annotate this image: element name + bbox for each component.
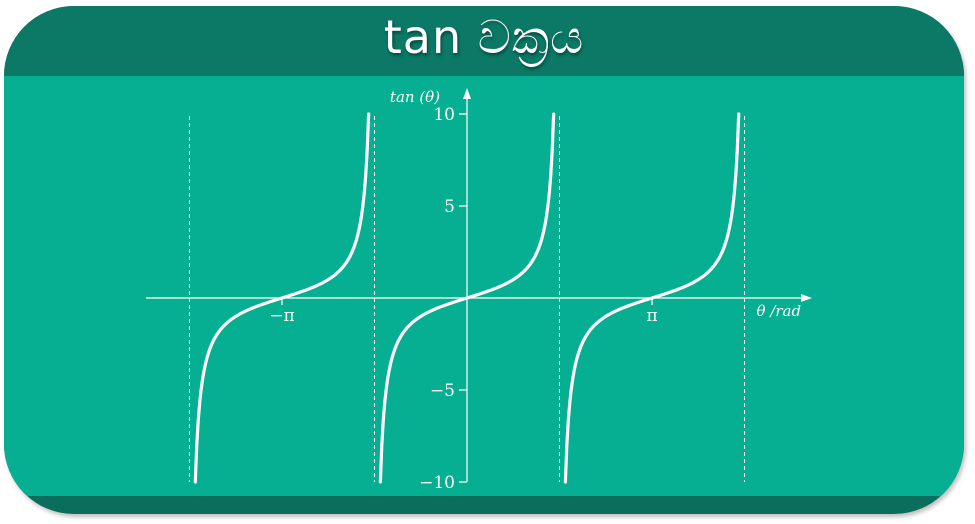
chart-panel: 10 5 −5 −10 −π π tan (θ) θ /rad xyxy=(4,76,964,496)
title-bar: tan වක්‍රය xyxy=(4,6,964,76)
y-axis-arrow xyxy=(463,88,471,99)
tan-branch xyxy=(563,112,741,484)
y-axis-label: tan (θ) xyxy=(390,88,440,106)
y-tick-label: −10 xyxy=(419,473,455,493)
tan-graph: 10 5 −5 −10 −π π tan (θ) θ /rad xyxy=(146,88,812,493)
slide-card: tan වක්‍රය 10 5 −5 −10 −π π tan (θ) θ /rad xyxy=(4,6,964,514)
tan-branch xyxy=(193,112,371,484)
x-tick-label: π xyxy=(646,306,657,326)
asymptotes xyxy=(188,116,746,482)
y-tick-label: 5 xyxy=(444,197,455,217)
tan-curves xyxy=(193,112,741,484)
ticks: 10 5 −5 −10 −π π xyxy=(269,105,657,493)
x-axis-label: θ /rad xyxy=(757,302,802,320)
x-tick-label: −π xyxy=(269,306,294,326)
y-tick-label: −5 xyxy=(430,381,455,401)
y-tick-label: 10 xyxy=(433,105,455,125)
x-axis-arrow xyxy=(801,294,812,302)
slide-title: tan වක්‍රය xyxy=(383,10,585,64)
tan-branch xyxy=(378,112,556,484)
